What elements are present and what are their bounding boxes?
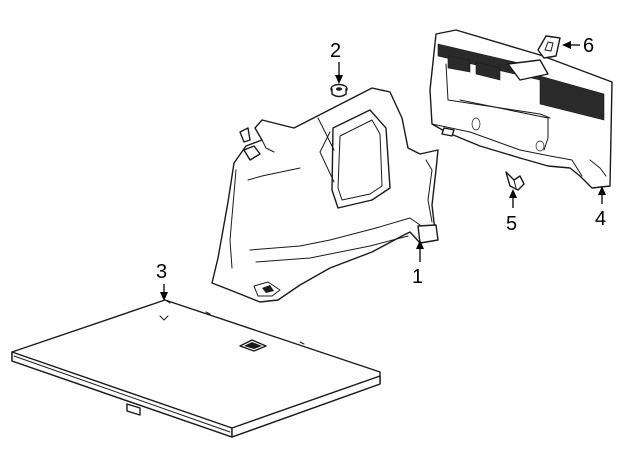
quarter-trim-panel [211, 87, 439, 303]
push-fastener [330, 83, 348, 98]
callout-1: 1 [412, 240, 424, 288]
callout-3: 3 [156, 261, 168, 301]
trim-cover [537, 35, 561, 59]
callout-label: 3 [156, 261, 167, 283]
callout-label: 5 [506, 213, 517, 235]
rear-closeout-panel [429, 29, 613, 189]
callout-label: 4 [595, 208, 606, 230]
callout-5: 5 [506, 189, 517, 235]
callout-2: 2 [330, 40, 343, 84]
callout-4: 4 [595, 186, 606, 230]
callout-label: 6 [583, 35, 594, 57]
retainer-clip [505, 171, 525, 191]
callout-label: 1 [412, 266, 423, 288]
callout-6: 6 [562, 35, 594, 57]
load-floor-panel [11, 299, 381, 438]
callout-label: 2 [330, 40, 341, 62]
